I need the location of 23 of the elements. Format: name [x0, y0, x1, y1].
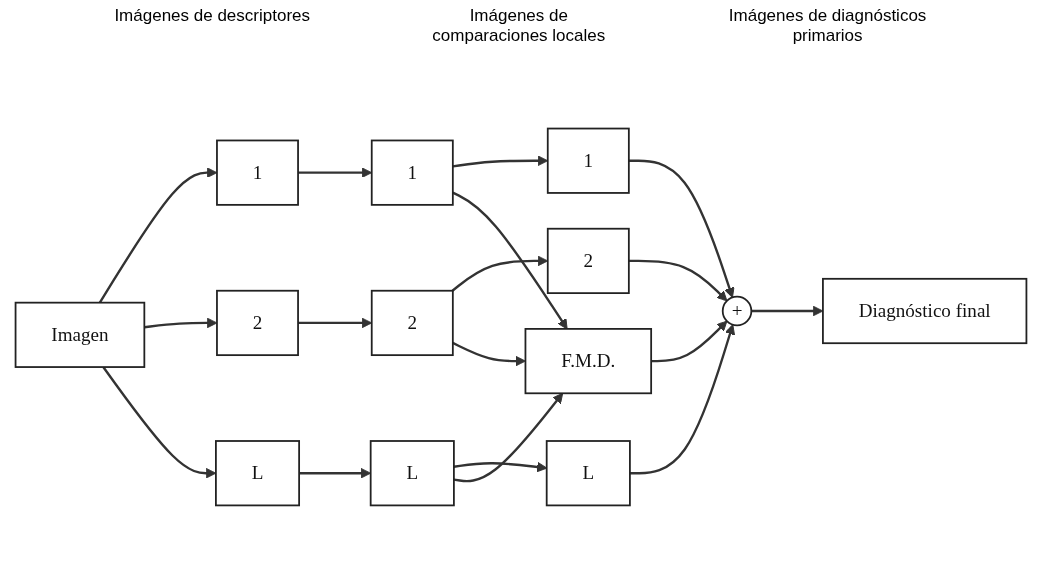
- node-box: 1: [546, 127, 630, 194]
- node-box: 1: [216, 139, 299, 206]
- node-box: F.M.D.: [524, 328, 653, 395]
- arrow: [651, 320, 728, 363]
- arrow: [629, 324, 735, 475]
- column-heading: Imágenes de comparaciones locales: [431, 6, 607, 47]
- arrow: [628, 159, 735, 298]
- node-box: Diagnóstico final: [822, 277, 1028, 345]
- column-heading: Imágenes de descriptores: [114, 6, 310, 27]
- node-box: 2: [546, 227, 630, 295]
- arrow: [452, 191, 568, 330]
- node-box: 1: [370, 139, 454, 206]
- node-box: L: [215, 440, 300, 507]
- node-box: 2: [370, 289, 454, 357]
- column-heading: Imágenes de diagnósticos primarios: [727, 6, 928, 47]
- node-box: L: [545, 440, 631, 507]
- arrow: [452, 341, 526, 367]
- node-box: Imagen: [14, 301, 146, 368]
- node-circle: +: [721, 295, 753, 327]
- arrow: [453, 392, 564, 483]
- node-box: 2: [216, 289, 299, 357]
- node-box: L: [369, 440, 455, 507]
- arrow: [628, 259, 728, 302]
